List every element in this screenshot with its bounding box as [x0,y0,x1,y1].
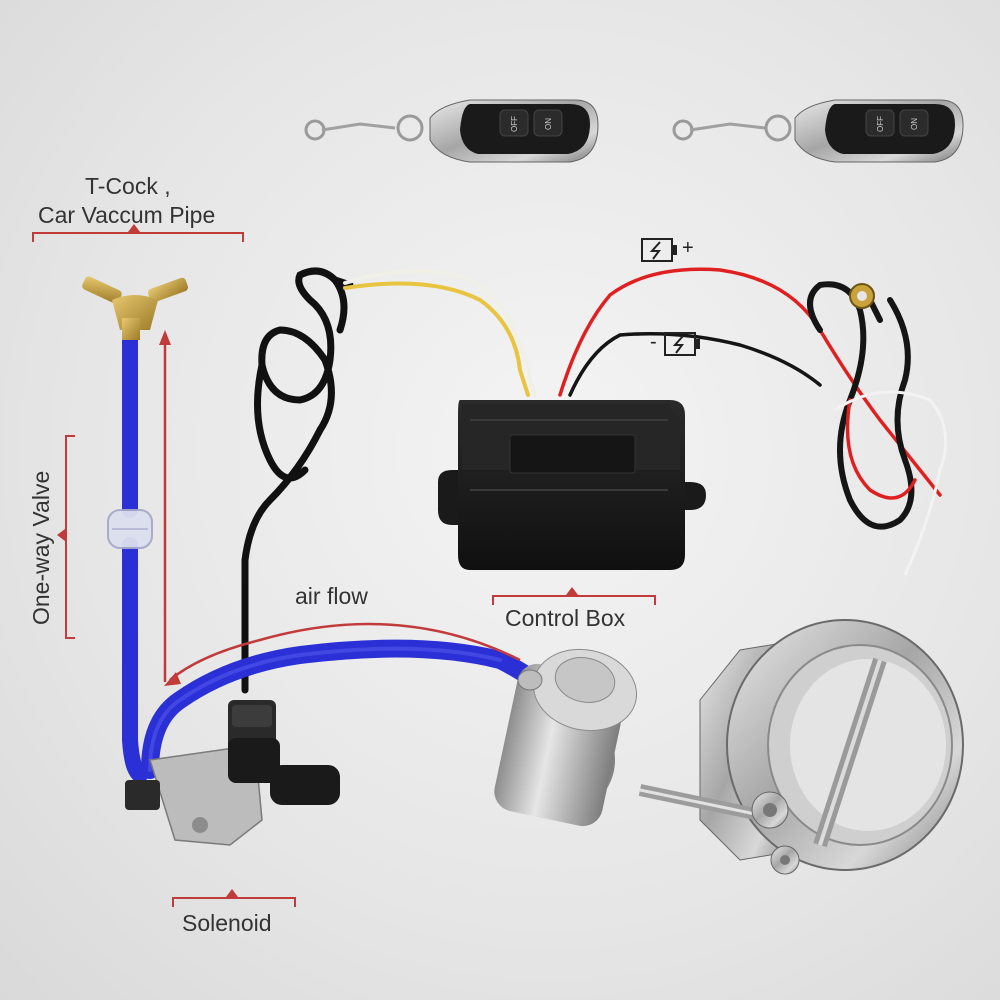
control-box-bracket [492,595,656,605]
signal-wires [343,268,537,397]
battery-positive-sign: + [682,237,694,259]
remote-2-off-label: OFF [876,116,885,132]
vacuum-hoses [122,322,554,783]
remote-2-on-label: ON [910,118,919,130]
remote-1-on-label: ON [544,118,553,130]
t-cock-bracket-tip [128,224,140,232]
solenoid-label: Solenoid [182,910,272,936]
t-cock-flow-arrowhead [159,330,171,345]
one-way-valve-bracket [65,435,75,639]
remote-key-fob-2: OFF ON [672,99,964,163]
one-way-valve-label: One-way Valve [28,470,54,625]
air-flow-arrowhead [164,672,181,686]
zip-tie [834,390,948,576]
solenoid-cable [241,267,354,694]
t-cock-label-line2: Car Vaccum Pipe [38,202,216,228]
t-cock-label-line1: T-Cock , [85,173,171,199]
battery-negative-icon [664,332,700,356]
one-way-valve-bracket-tip [57,529,65,541]
battery-negative-sign: - [650,331,657,353]
brass-t-cock [82,276,189,340]
one-way-valve [107,509,153,549]
t-cock-bracket [32,232,244,242]
solenoid-valve [125,700,340,846]
remote-1-off-label: OFF [510,116,519,132]
remote-key-fob-1: OFF ON [304,99,599,163]
solenoid-bracket [172,897,296,907]
control-box-label: Control Box [505,605,626,631]
control-box [438,400,706,570]
flow-arrows [163,340,521,682]
exhaust-cutout-valve [494,619,964,875]
solenoid-bracket-tip [226,889,238,897]
control-box-bracket-tip [566,587,578,595]
air-flow-label: air flow [295,583,368,609]
power-wires [558,267,942,530]
battery-positive-icon [641,238,677,262]
